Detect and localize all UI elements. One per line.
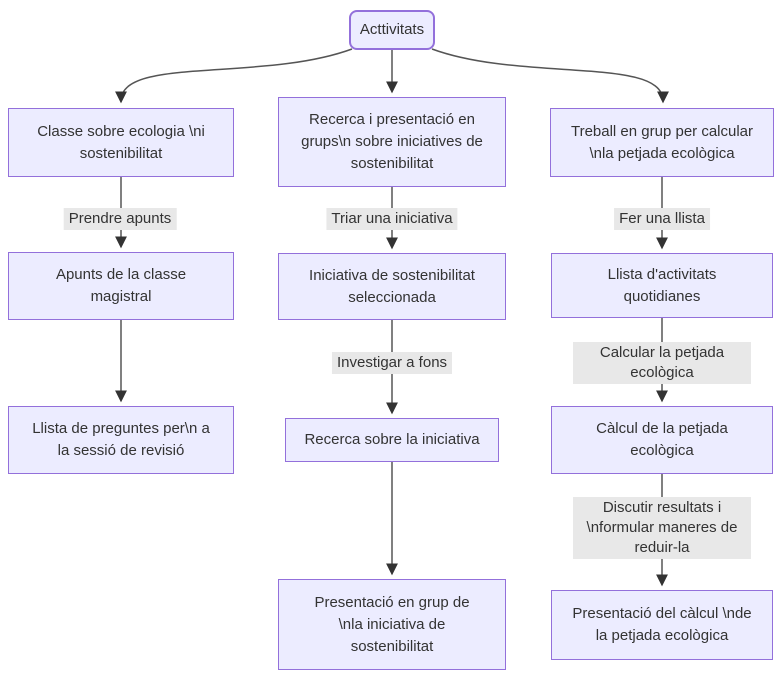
edge-root-to-l1 xyxy=(115,48,353,104)
edge-label-discutir-resultats: Discutir resultats i \nformular maneres … xyxy=(573,497,751,559)
node-llista-preguntes: Llista de preguntes per\n a la sessió de… xyxy=(8,406,234,474)
node-presentacio-calcul: Presentació del càlcul \nde la petjada e… xyxy=(551,590,773,660)
node-classe-ecologia: Classe sobre ecologia \ni sostenibilitat xyxy=(8,108,234,177)
node-calcul-petjada: Càlcul de la petjada ecològica xyxy=(551,406,773,474)
edge-label-triar-iniciativa: Triar una iniciativa xyxy=(326,208,458,230)
node-recerca-presentacio: Recerca i presentació en grups\n sobre i… xyxy=(278,97,506,187)
edge-label-investigar-fons: Investigar a fons xyxy=(331,352,453,374)
node-acttivitats: Acttivitats xyxy=(349,10,435,50)
node-recerca-iniciativa: Recerca sobre la iniciativa xyxy=(285,418,499,462)
edge-label-prendre-apunts: Prendre apunts xyxy=(63,208,177,230)
node-treball-grup: Treball en grup per calcular \nla petjad… xyxy=(550,108,774,177)
node-llista-activitats: Llista d'activitats quotidianes xyxy=(551,253,773,318)
edge-label-calcular-petjada: Calcular la petjada ecològica xyxy=(573,342,751,384)
edge-label-fer-llista: Fer una llista xyxy=(614,208,710,230)
node-apunts-classe: Apunts de la classe magistral xyxy=(8,252,234,320)
node-presentacio-grup: Presentació en grup de \nla iniciativa d… xyxy=(278,579,506,670)
node-iniciativa-seleccionada: Iniciativa de sostenibilitat seleccionad… xyxy=(278,253,506,320)
edge-root-to-r1 xyxy=(431,48,669,104)
